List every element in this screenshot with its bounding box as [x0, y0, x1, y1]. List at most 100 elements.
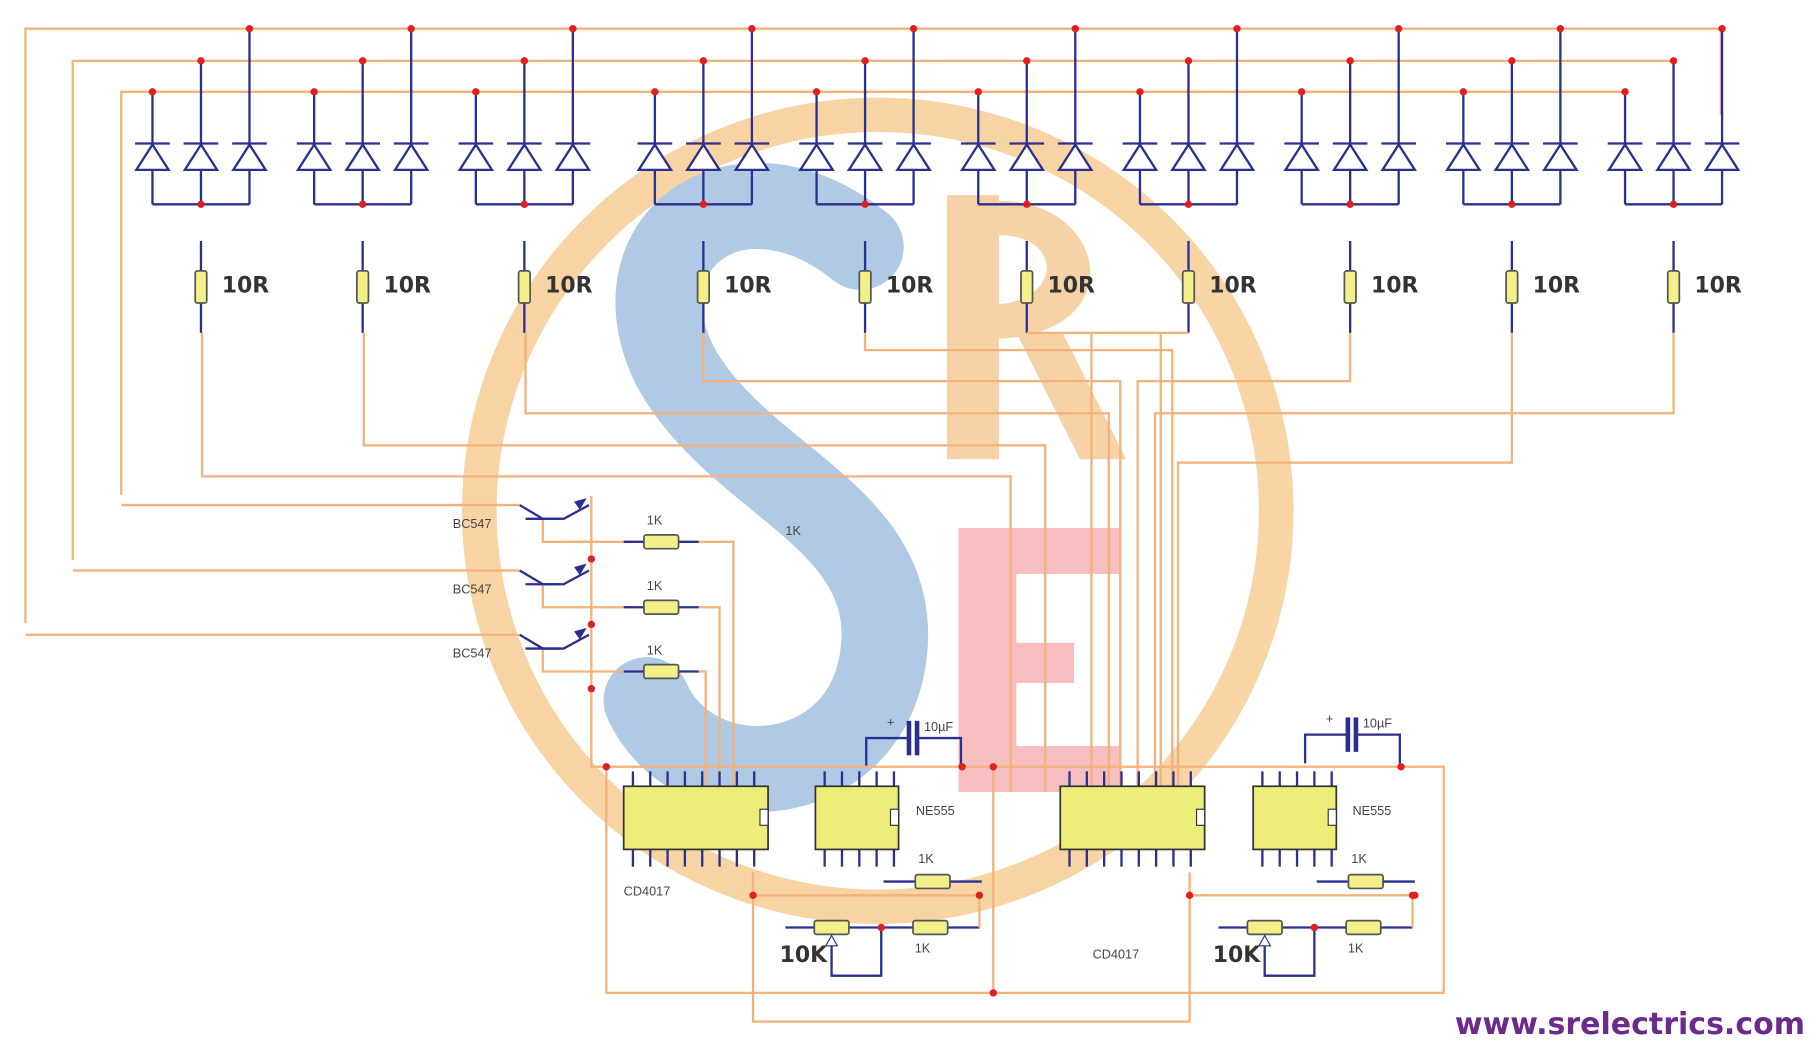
- junction-dot: [877, 923, 885, 932]
- resistor-body: [1505, 270, 1519, 304]
- resistor-label: 1K: [647, 643, 663, 657]
- cd4017-chip: [622, 785, 769, 851]
- junction-dot: [748, 25, 756, 33]
- led-group-return: [200, 332, 1012, 793]
- led-diode-icon: [1542, 142, 1579, 172]
- junction-dot: [699, 57, 708, 65]
- junction-dot: [1669, 57, 1678, 65]
- junction-dot: [861, 57, 869, 65]
- led-diode-icon: [636, 142, 674, 172]
- resistor-label: 1K: [785, 524, 801, 538]
- junction-dot: [587, 685, 596, 693]
- junction-dot: [1184, 57, 1193, 65]
- website-watermark[interactable]: www.srelectrics.com: [1454, 1007, 1805, 1042]
- led-diode-icon: [554, 142, 592, 172]
- counter-output: [698, 540, 735, 793]
- led-resistor-label: 10R: [545, 274, 593, 299]
- junction-dot: [1297, 88, 1306, 96]
- potentiometer-wiper-icon: [824, 934, 839, 947]
- resistor-label: 10K: [780, 943, 829, 968]
- led-group-return: [524, 332, 1110, 793]
- led-diode-icon: [392, 142, 430, 172]
- led-resistor-label: 10R: [222, 274, 270, 299]
- led-diode-icon: [959, 142, 997, 172]
- resistor-label: 1K: [1351, 852, 1367, 866]
- led-group-return: [1136, 332, 1352, 793]
- led-group-return: [863, 332, 1174, 793]
- chip-notch: [759, 808, 769, 826]
- junction-dot: [909, 25, 918, 33]
- resistor-label: 1K: [915, 942, 931, 956]
- resistor-body: [1347, 873, 1384, 890]
- wiper-wire: [1263, 927, 1316, 977]
- cap-lead: [1303, 733, 1347, 764]
- led-diode-icon: [457, 142, 495, 172]
- led-diode-icon: [1331, 142, 1369, 172]
- led-resistor-label: 10R: [724, 274, 772, 299]
- led-diode-icon: [685, 142, 722, 172]
- resistor-body: [1343, 270, 1357, 304]
- resistor-body: [1666, 270, 1681, 304]
- junction-dot: [1136, 88, 1144, 96]
- junction-dot: [520, 57, 529, 65]
- resistor-label: 10K: [1213, 943, 1262, 968]
- led-diode-icon: [1606, 142, 1644, 172]
- counter-output: [698, 606, 721, 793]
- junction-dot: [974, 88, 982, 96]
- resistor-label: 1K: [918, 852, 934, 866]
- led-group-return: [1153, 332, 1675, 793]
- ne555-chip: [1252, 785, 1338, 851]
- junction-dot: [1233, 25, 1241, 33]
- led-diode-icon: [1170, 142, 1207, 172]
- led-group-return: [702, 332, 1122, 793]
- resistor-body: [912, 919, 949, 936]
- junction-dot: [1459, 88, 1468, 96]
- base-wire: [541, 584, 636, 609]
- junction-dot: [1718, 25, 1726, 33]
- led-diode-icon: [1655, 142, 1692, 172]
- junction-dot: [749, 891, 757, 900]
- resistor-body: [517, 270, 531, 304]
- capacitor-label: 10µF: [1363, 717, 1392, 731]
- junction-dot: [472, 88, 480, 96]
- clock-link: [751, 872, 1191, 1023]
- junction-dot: [1346, 57, 1354, 65]
- wiper-wire: [830, 927, 883, 977]
- resistor-body: [858, 270, 872, 304]
- led-resistor-label: 10R: [1533, 274, 1581, 299]
- cap-lead: [1355, 733, 1401, 764]
- junction-dot: [245, 25, 254, 33]
- junction-dot: [651, 88, 659, 96]
- ne555-chip-label: NE555: [916, 804, 955, 818]
- led-resistor-label: 10R: [1371, 274, 1419, 299]
- cd4017-chip-label: CD4017: [624, 884, 671, 898]
- transistor-arrow-icon: [574, 563, 587, 576]
- resistor-body: [194, 270, 208, 304]
- capacitor-plus: +: [1326, 712, 1333, 726]
- led-resistor-label: 10R: [1048, 274, 1096, 299]
- junction-dot: [1397, 763, 1405, 771]
- led-diode-icon: [1057, 142, 1094, 172]
- rail-2: [71, 59, 1673, 561]
- junction-dot: [1184, 200, 1193, 208]
- potentiometer-wiper-icon: [1257, 934, 1272, 947]
- junction-dot: [1310, 923, 1319, 932]
- led-diode-icon: [1283, 142, 1320, 172]
- resistor-body: [1345, 919, 1382, 936]
- junction-dot: [989, 989, 997, 997]
- ne555-chip: [814, 785, 900, 851]
- resistor-body: [1246, 919, 1283, 936]
- resistor-body: [1020, 270, 1034, 304]
- led-resistor-label: 10R: [383, 274, 431, 299]
- led-diode-icon: [1121, 142, 1159, 172]
- led-diode-icon: [1008, 142, 1046, 172]
- led-diode-icon: [344, 142, 381, 172]
- junction-dot: [1023, 57, 1031, 65]
- junction-dot: [699, 200, 708, 208]
- led-diode-icon: [231, 142, 268, 172]
- junction-dot: [1621, 88, 1629, 96]
- cap-lead: [917, 736, 963, 767]
- cd4017-chip: [1059, 785, 1206, 851]
- junction-dot: [1556, 25, 1565, 33]
